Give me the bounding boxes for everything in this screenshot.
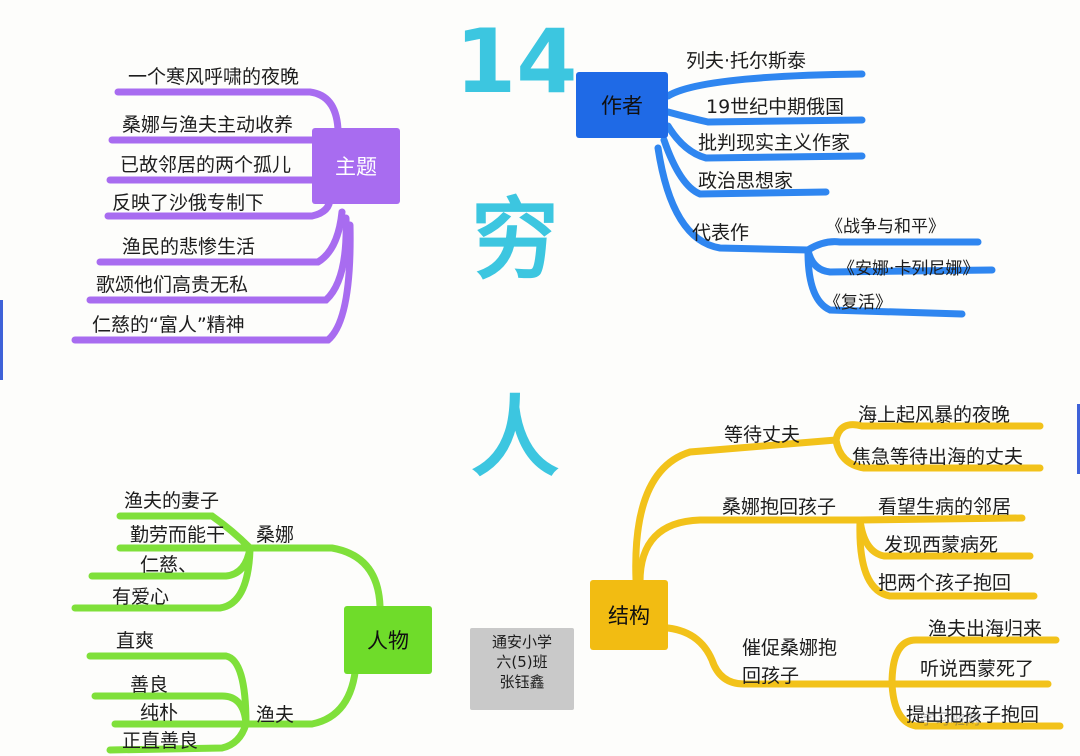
structure-branches bbox=[632, 421, 1064, 730]
character-branches bbox=[71, 512, 384, 754]
author-stamp: 通安小学 六(5)班 张钰鑫 bbox=[470, 628, 574, 710]
structure-item: 看望生病的邻居 bbox=[878, 496, 1012, 518]
structure-hub: 结构 bbox=[590, 580, 668, 650]
character-label-sangna: 桑娜 bbox=[256, 524, 295, 546]
structure-item: 把两个孩子抱回 bbox=[878, 572, 1012, 594]
watermark: 学习啦网 bbox=[920, 710, 981, 728]
structure-branch-label: 催促桑娜抱回孩子 bbox=[742, 637, 838, 687]
characters-hub: 人物 bbox=[344, 606, 432, 674]
author-hub: 作者 bbox=[576, 72, 668, 138]
title-number: 14 bbox=[455, 10, 578, 113]
left-edge-mark bbox=[0, 300, 3, 380]
author-works-label: 代表作 bbox=[692, 222, 750, 244]
stamp-line: 六(5)班 bbox=[496, 653, 548, 671]
author-work: 《安娜·卡列尼娜》 bbox=[838, 259, 980, 279]
right-edge-mark bbox=[1077, 404, 1080, 474]
yufu-trait: 纯朴 bbox=[140, 702, 179, 724]
sangna-trait: 有爱心 bbox=[112, 586, 170, 608]
title-char-1: 穷 bbox=[470, 188, 559, 291]
structure-item: 提出把孩子抱回 bbox=[906, 704, 1040, 726]
theme-item: 已故邻居的两个孤儿 bbox=[120, 154, 292, 176]
author-item: 政治思想家 bbox=[698, 170, 794, 192]
structure-branch-label: 等待丈夫 bbox=[724, 424, 801, 446]
sangna-trait: 勤劳而能干 bbox=[130, 524, 226, 546]
stamp-line: 通安小学 bbox=[491, 633, 552, 651]
author-branches bbox=[654, 70, 996, 318]
structure-item: 海上起风暴的夜晚 bbox=[858, 404, 1011, 426]
sangna-trait: 渔夫的妻子 bbox=[124, 490, 220, 512]
theme-item: 反映了沙俄专制下 bbox=[112, 192, 265, 214]
theme-item: 桑娜与渔夫主动收养 bbox=[122, 114, 294, 136]
yufu-trait: 正直善良 bbox=[122, 730, 199, 752]
structure-item: 焦急等待出海的丈夫 bbox=[852, 446, 1024, 468]
sangna-trait: 仁慈、 bbox=[140, 554, 198, 576]
author-item: 批判现实主义作家 bbox=[698, 132, 851, 154]
structure-branch-label: 桑娜抱回孩子 bbox=[722, 496, 837, 518]
author-item: 19世纪中期俄国 bbox=[706, 96, 845, 118]
theme-hub: 主题 bbox=[312, 128, 400, 204]
author-work: 《复活》 bbox=[824, 293, 892, 313]
character-label-yufu: 渔夫 bbox=[256, 704, 295, 726]
yufu-trait: 直爽 bbox=[116, 630, 155, 652]
yufu-trait: 善良 bbox=[130, 674, 169, 696]
theme-item: 歌颂他们高贵无私 bbox=[96, 274, 249, 296]
structure-item: 发现西蒙病死 bbox=[884, 534, 999, 556]
theme-item: 一个寒风呼啸的夜晚 bbox=[128, 66, 300, 88]
author-work: 《战争与和平》 bbox=[826, 217, 945, 237]
structure-item: 听说西蒙死了 bbox=[920, 658, 1035, 680]
title-char-2: 人 bbox=[470, 386, 559, 489]
theme-item: 渔民的悲惨生活 bbox=[122, 236, 256, 258]
theme-item: 仁慈的“富人”精神 bbox=[92, 314, 245, 336]
structure-item: 渔夫出海归来 bbox=[928, 618, 1043, 640]
author-item: 列夫·托尔斯泰 bbox=[686, 50, 807, 72]
stamp-line: 张钰鑫 bbox=[499, 673, 545, 691]
